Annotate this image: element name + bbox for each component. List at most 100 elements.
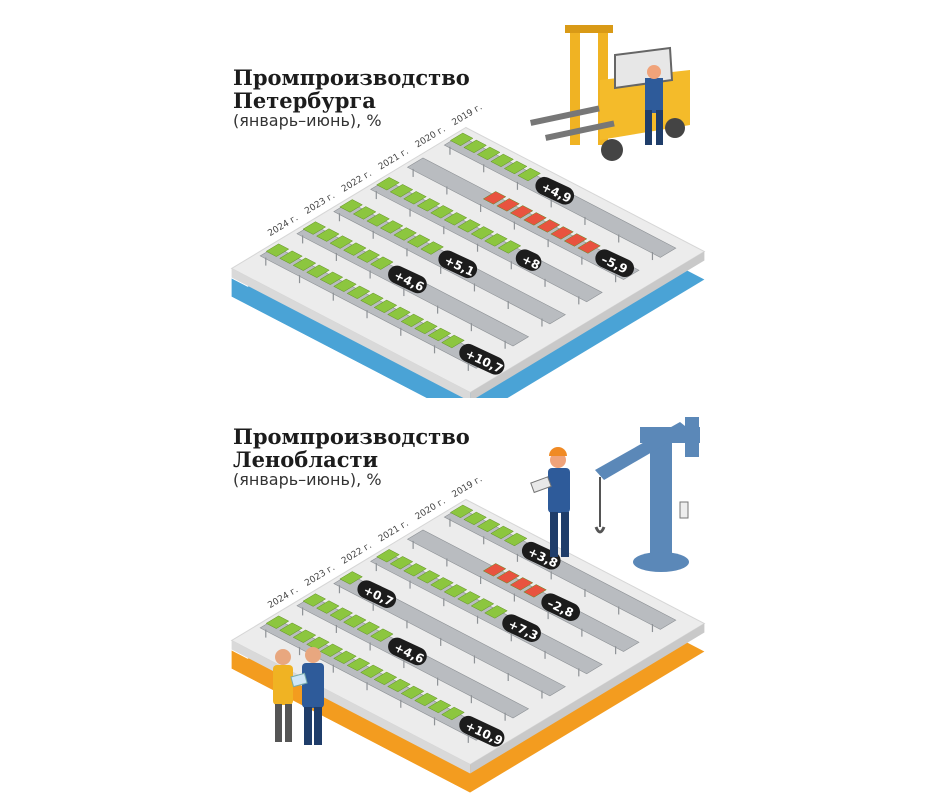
bar-value-badge — [459, 715, 505, 747]
bar-segment — [490, 525, 514, 540]
bar-segment — [265, 615, 290, 629]
bar-segment — [484, 605, 508, 619]
worker-icon — [530, 447, 570, 557]
bar-segment — [370, 256, 394, 270]
bar-segment — [509, 205, 534, 219]
bar-segment — [443, 212, 468, 226]
chart-title-line1: Промпроизводство — [233, 65, 470, 90]
bar-segment — [387, 678, 411, 693]
bar-segment — [356, 621, 381, 635]
bar-segment — [366, 213, 390, 227]
bar-segment — [346, 285, 371, 299]
bar-segment — [416, 570, 441, 584]
bar-segment — [400, 313, 425, 328]
bar-segment — [379, 220, 404, 234]
conveyor — [406, 529, 640, 652]
category-label: 2019 г. — [451, 474, 485, 500]
bar-segment — [333, 650, 357, 664]
bar-segment — [449, 132, 474, 147]
bar-segment — [403, 563, 427, 577]
bar-segment — [503, 160, 528, 175]
bar-segment — [503, 532, 528, 547]
bar-segment — [517, 167, 541, 182]
bar-segment — [403, 191, 427, 205]
bar-segment — [509, 577, 534, 591]
bar-segment — [523, 584, 547, 598]
bar-segment — [389, 184, 414, 198]
bar-segment — [463, 139, 487, 154]
bar-segment — [292, 629, 317, 643]
bar-segment — [427, 699, 452, 714]
bar-segment — [449, 504, 474, 519]
bar-segment — [496, 198, 520, 212]
bar-segment — [457, 591, 481, 605]
floor-front-edge — [231, 268, 471, 398]
bar-segment — [265, 243, 290, 257]
bar-segment — [343, 614, 367, 628]
bar-segment — [430, 577, 454, 591]
bar-segment — [339, 199, 363, 213]
bar-value-badge — [595, 249, 635, 278]
chart-title-line2: Ленобласти — [233, 447, 379, 472]
bar-segment — [360, 664, 384, 679]
bar-segment — [563, 233, 588, 247]
bar-segment — [346, 657, 371, 671]
bar-segment — [482, 563, 507, 577]
bar-value-badge — [388, 265, 427, 294]
bar-value-badge — [357, 580, 397, 608]
bar-segment — [406, 234, 431, 248]
bar-value-badge — [515, 249, 542, 271]
chart-title-line1: Промпроизводство — [233, 424, 470, 449]
bar-segment — [343, 242, 367, 256]
bar-segment — [536, 219, 561, 233]
bar-segment — [470, 598, 495, 612]
bar-segment — [416, 198, 441, 212]
bar-segment — [302, 593, 327, 607]
bar-segment — [393, 227, 417, 241]
bar-segment — [329, 607, 354, 621]
bar-segment — [427, 327, 452, 342]
chart-subtitle: (январь–июнь), % — [233, 470, 382, 489]
bar-value-badge — [535, 176, 575, 205]
bar-segment — [370, 628, 394, 642]
bar-segment — [329, 235, 354, 249]
bar-segment — [376, 549, 400, 563]
chart-subtitle: (январь–июнь), % — [233, 111, 382, 130]
bar-segment — [376, 177, 400, 191]
bar-segment — [306, 264, 330, 278]
floor-right-edge — [470, 251, 705, 398]
bar-segment — [430, 205, 454, 219]
bar-segment — [356, 249, 381, 263]
bar-segment — [443, 584, 468, 598]
bar-segment — [352, 206, 377, 220]
bar-segment — [577, 240, 601, 254]
chart-title-line2: Петербурга — [233, 88, 376, 113]
bar-segment — [316, 228, 340, 242]
engineers-icon — [273, 647, 324, 745]
bar-segment — [470, 226, 495, 240]
bar-segment — [523, 212, 547, 226]
bar-segment — [387, 306, 411, 321]
bar-segment — [414, 320, 438, 335]
bar-segment — [389, 556, 414, 570]
bar-value-badge — [388, 637, 427, 666]
bar-segment — [476, 518, 501, 533]
floor-base-edge — [231, 278, 462, 398]
forklift-icon — [530, 25, 690, 161]
bar-segment — [441, 706, 465, 721]
bar-segment — [400, 685, 425, 700]
bar-segment — [476, 146, 501, 161]
bar-value-badge — [521, 541, 561, 570]
category-label: 2019 г. — [451, 102, 485, 128]
bar-segment — [496, 570, 520, 584]
bar-segment — [484, 233, 508, 247]
bar-segment — [292, 257, 317, 271]
bar-segment — [302, 221, 327, 235]
bar-segment — [373, 299, 398, 314]
